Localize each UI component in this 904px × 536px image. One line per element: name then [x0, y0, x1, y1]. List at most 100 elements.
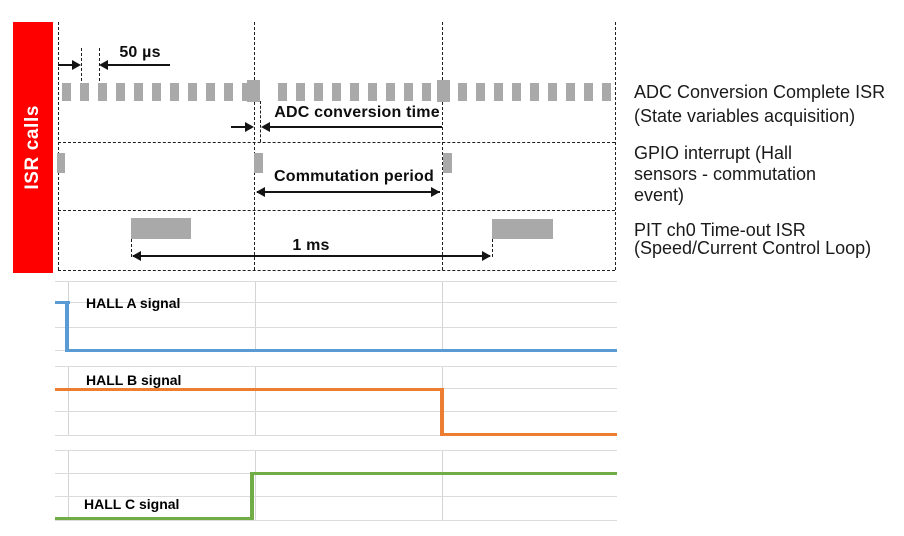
- dim-adc-arrow-right: [245, 122, 254, 132]
- dim-commutation-arrow-right: [431, 187, 440, 197]
- hall-a-falling-edge: [65, 301, 69, 352]
- dashed-hline-adc-gpio: [58, 142, 615, 143]
- hall-c-label: HALL C signal: [84, 496, 180, 512]
- panel-gridline-h: [55, 435, 617, 436]
- gpio-interrupt-pulse-1: [57, 153, 65, 173]
- dim-1ms-label: 1 ms: [292, 237, 330, 254]
- dim-commutation-arrow-left: [256, 187, 265, 197]
- panel-gridline-h: [55, 366, 617, 367]
- pit-isr-description-line2: (Speed/Current Control Loop): [634, 238, 872, 258]
- panel-gridline-v: [68, 450, 69, 521]
- dim-adc-line-left: [231, 126, 245, 128]
- adc-isr-tick: [296, 83, 305, 101]
- adc-isr-tick: [602, 83, 611, 101]
- adc-isr-tick-commutation: [437, 80, 450, 102]
- hall-c-low-segment: [55, 517, 254, 520]
- pit-isr-description-line1: PIT ch0 Time-out ISR: [634, 220, 806, 240]
- panel-gridline-v: [68, 366, 69, 436]
- dim-commutation-label: Commutation period: [273, 168, 435, 185]
- pit-isr-description: PIT ch0 Time-out ISR (Speed/Current Cont…: [634, 221, 904, 257]
- dashed-hline-bottom: [58, 270, 615, 271]
- pit-timeout-pulse-1: [131, 218, 191, 239]
- adc-isr-tick: [386, 83, 395, 101]
- panel-gridline-h: [55, 520, 617, 521]
- hall-a-low-segment: [65, 349, 617, 352]
- adc-isr-tick: [404, 83, 413, 101]
- adc-isr-tick: [584, 83, 593, 101]
- gpio-isr-description-line2: sensors - commutation: [634, 164, 817, 184]
- panel-gridline-v: [442, 450, 443, 521]
- pit-pulse-stub-1: [131, 239, 132, 257]
- panel-gridline-h: [55, 302, 617, 303]
- isr-calls-banner: ISR calls: [13, 22, 53, 273]
- panel-gridline-v: [255, 281, 256, 351]
- adc-isr-tick: [170, 83, 179, 101]
- dashed-hline-gpio-pit: [58, 210, 615, 211]
- panel-gridline-h: [55, 327, 617, 328]
- adc-isr-tick: [152, 83, 161, 101]
- panel-gridline-h: [55, 450, 617, 451]
- hall-b-falling-edge: [440, 388, 444, 436]
- adc-isr-tick: [314, 83, 323, 101]
- hall-a-label: HALL A signal: [86, 295, 181, 311]
- adc-isr-tick: [62, 83, 71, 101]
- hall-a-panel: HALL A signal: [55, 281, 617, 352]
- dim-adc-line-right: [270, 126, 442, 128]
- hall-b-panel: HALL B signal: [55, 366, 617, 436]
- adc-isr-tick: [512, 83, 521, 101]
- gpio-isr-description: GPIO interrupt (Hall sensors - commutati…: [634, 143, 904, 206]
- gpio-interrupt-pulse-3: [443, 153, 452, 173]
- panel-gridline-v: [255, 450, 256, 521]
- dim-1ms-arrow-left: [132, 251, 141, 261]
- dashed-vline-commutation-2: [442, 22, 443, 270]
- dashed-vline-start: [58, 22, 59, 270]
- adc-isr-description: ADC Conversion Complete ISR (State varia…: [634, 80, 904, 128]
- adc-isr-tick: [116, 83, 125, 101]
- adc-isr-tick: [530, 83, 539, 101]
- hall-c-high-segment: [250, 472, 617, 475]
- dim-50us-label: 50 µs: [119, 44, 161, 61]
- dashed-vline-commutation-1: [254, 22, 255, 270]
- adc-isr-tick: [188, 83, 197, 101]
- adc-isr-tick: [134, 83, 143, 101]
- pit-timeout-pulse-2: [492, 219, 553, 239]
- hall-c-panel: HALL C signal: [55, 450, 617, 521]
- isr-calls-banner-label: ISR calls: [22, 105, 43, 190]
- dim-50us-line-right: [108, 64, 170, 66]
- adc-isr-tick: [494, 83, 503, 101]
- hall-b-high-segment: [55, 388, 444, 391]
- pit-pulse-stub-2: [492, 239, 493, 257]
- hall-b-label: HALL B signal: [86, 372, 182, 388]
- dim-adc-end-mark: [260, 101, 261, 142]
- dim-50us-mark-a: [81, 48, 82, 81]
- adc-isr-description-line2: (State variables acquisition): [634, 106, 856, 126]
- dim-adc-arrow-left: [261, 122, 270, 132]
- adc-isr-tick: [476, 83, 485, 101]
- adc-isr-tick: [80, 83, 89, 101]
- adc-isr-tick: [368, 83, 377, 101]
- dim-50us-arrow-right: [72, 60, 81, 70]
- gpio-isr-description-line3: event): [634, 185, 685, 205]
- panel-gridline-h: [55, 411, 617, 412]
- dim-1ms-line: [133, 255, 490, 257]
- hall-c-rising-edge: [250, 472, 254, 520]
- adc-isr-tick: [98, 83, 107, 101]
- dim-1ms-arrow-right: [482, 251, 491, 261]
- panel-gridline-v: [255, 366, 256, 436]
- adc-isr-tick: [332, 83, 341, 101]
- dim-adc-label: ADC conversion time: [274, 104, 440, 121]
- adc-isr-tick: [278, 83, 287, 101]
- adc-isr-tick: [422, 83, 431, 101]
- gpio-isr-description-line1: GPIO interrupt (Hall: [634, 143, 793, 163]
- adc-isr-tick: [566, 83, 575, 101]
- dim-50us-line-left: [58, 64, 73, 66]
- adc-isr-tick: [206, 83, 215, 101]
- adc-isr-description-line1: ADC Conversion Complete ISR: [634, 82, 886, 102]
- adc-isr-tick-commutation: [247, 80, 260, 102]
- dim-50us-arrow-left: [99, 60, 108, 70]
- adc-isr-tick: [242, 83, 251, 101]
- hall-b-low-segment: [440, 433, 617, 436]
- dim-commutation-line: [257, 191, 440, 193]
- adc-isr-tick: [350, 83, 359, 101]
